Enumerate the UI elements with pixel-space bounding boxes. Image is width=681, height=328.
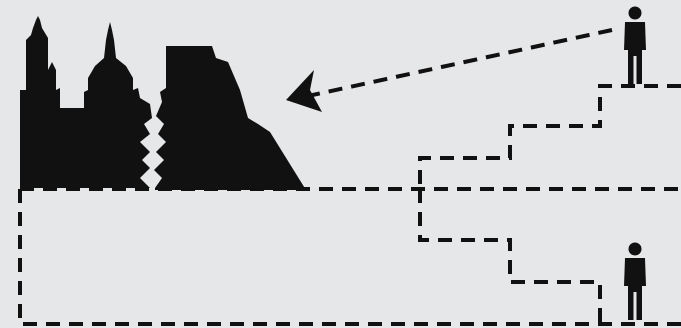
upper-staircase-path <box>420 86 681 189</box>
sight-arrow <box>286 30 612 112</box>
building-silhouette-icon <box>20 16 152 188</box>
arrow-left-icon <box>286 70 322 112</box>
lower-staircase-path <box>420 189 600 324</box>
cracked-rock-icon <box>154 46 306 190</box>
upper-person-icon <box>624 7 646 85</box>
lower-region-outline <box>20 189 681 324</box>
lower-person-icon <box>624 243 646 321</box>
